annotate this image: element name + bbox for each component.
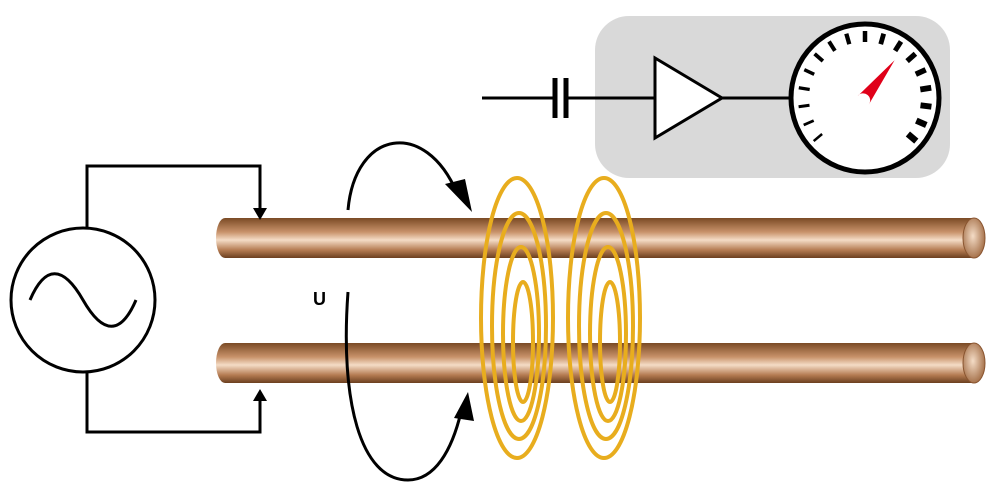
analog-gauge-icon [788,21,942,175]
gauge-ticks [798,31,932,144]
coil-ring [577,211,635,441]
gauge-tick [920,102,932,110]
gauge-tick [915,117,928,128]
gauge-tick [813,52,825,63]
capacitor-icon [552,78,569,118]
conductor-top [216,217,986,259]
gauge-tick [905,131,919,144]
gauge-tick [844,33,852,45]
gauge-tick [914,67,927,77]
ac-voltage-source-icon [9,226,157,374]
gauge-needle [857,60,895,105]
gauge-face [788,21,942,175]
coil-ring [588,245,628,423]
voltage-loop [344,141,474,482]
source-lead-bottom [85,372,267,434]
clamp-coil-icon [479,176,642,460]
amplifier-triangle-icon [653,55,725,141]
gauge-tick [905,51,918,64]
voltage-arrow-top [445,179,472,212]
gauge-tick [803,68,815,76]
source-lead-top [85,164,267,228]
conductor-bottom [216,342,986,384]
gauge-tick [812,133,823,143]
gauge-tick [803,119,815,127]
voltage-arrow-bottom [454,392,474,421]
coil-ring [598,280,622,404]
coil-ring [501,245,541,423]
gauge-tick [878,33,887,45]
coil-ring [511,280,535,404]
coil-ring [490,211,548,441]
gauge-tick [827,40,837,52]
voltage-label: U [313,289,326,309]
coil-ring [566,176,642,460]
gauge-tick [919,84,932,93]
coil-ring [479,176,555,460]
gauge-tick [798,103,810,109]
gauge-tick [892,40,904,53]
gauge-tick [798,86,810,92]
